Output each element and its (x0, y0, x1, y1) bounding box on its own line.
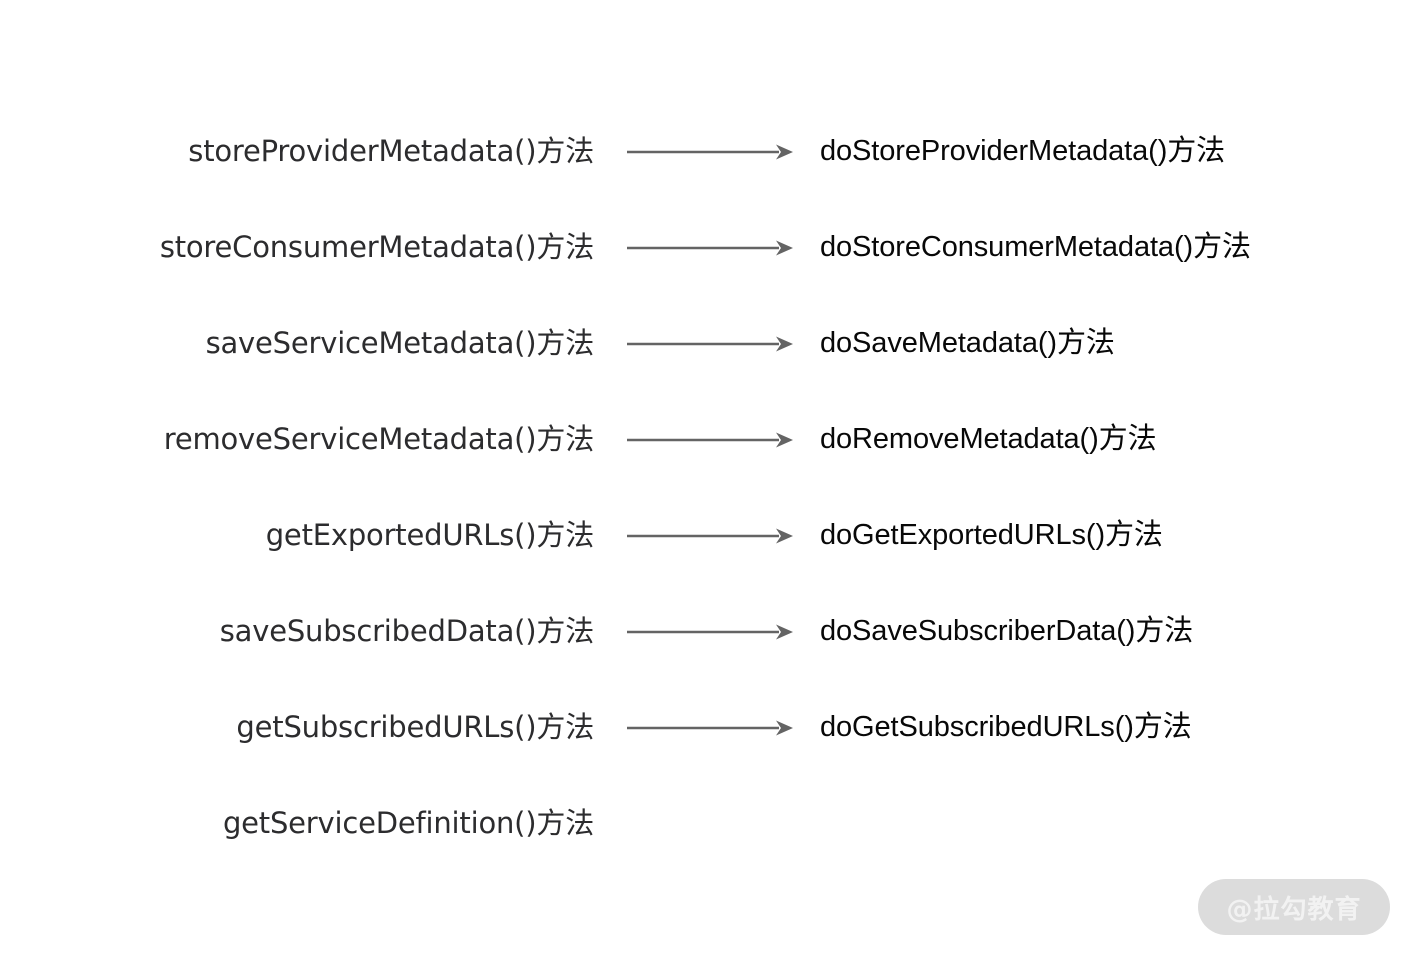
arrow-right-icon (594, 606, 820, 658)
source-method-label: storeProviderMetadata()方法 (188, 134, 594, 169)
mapping-row: getSubscribedURLs()方法 doGetSubscribedURLs… (0, 702, 1412, 754)
watermark-badge: @拉勾教育 (1198, 879, 1390, 935)
mapping-row: saveSubscribedData()方法 doSaveSubscriberDa… (0, 606, 1412, 658)
target-method-label: doRemoveMetadata()方法 (820, 423, 1157, 456)
source-method-label: getSubscribedURLs()方法 (236, 710, 594, 745)
mapping-row: saveServiceMetadata()方法 doSaveMetadata()方… (0, 318, 1412, 370)
watermark-label: @拉勾教育 (1226, 894, 1362, 925)
arrow-right-icon (594, 414, 820, 466)
mapping-row: removeServiceMetadata()方法 doRemoveMetadat… (0, 414, 1412, 466)
source-method-label: storeConsumerMetadata()方法 (159, 230, 594, 265)
source-method-label: saveSubscribedData()方法 (219, 614, 594, 649)
target-method-label: doStoreConsumerMetadata()方法 (820, 231, 1251, 264)
target-method-label: doStoreProviderMetadata()方法 (820, 135, 1226, 168)
mapping-row: getServiceDefinition()方法 (0, 798, 1412, 850)
arrow-right-icon (594, 702, 820, 754)
source-method-label: saveServiceMetadata()方法 (205, 326, 595, 361)
source-method-label: removeServiceMetadata()方法 (163, 422, 594, 457)
target-method-label: doGetExportedURLs()方法 (820, 519, 1163, 552)
target-method-label: doSaveMetadata()方法 (820, 327, 1115, 360)
target-method-label: doSaveSubscriberData()方法 (820, 615, 1194, 648)
mapping-row: getExportedURLs()方法 doGetExportedURLs()方法 (0, 510, 1412, 562)
source-method-label: getExportedURLs()方法 (265, 518, 594, 553)
mapping-row: storeProviderMetadata()方法 doStoreProvider… (0, 126, 1412, 178)
arrow-right-icon (594, 126, 820, 178)
target-method-label: doGetSubscribedURLs()方法 (820, 711, 1192, 744)
arrow-right-icon (594, 318, 820, 370)
source-method-label: getServiceDefinition()方法 (222, 806, 594, 841)
arrow-right-icon (594, 222, 820, 274)
mapping-row: storeConsumerMetadata()方法 doStoreConsumer… (0, 222, 1412, 274)
arrow-right-icon (594, 510, 820, 562)
arrow-placeholder (594, 798, 820, 850)
